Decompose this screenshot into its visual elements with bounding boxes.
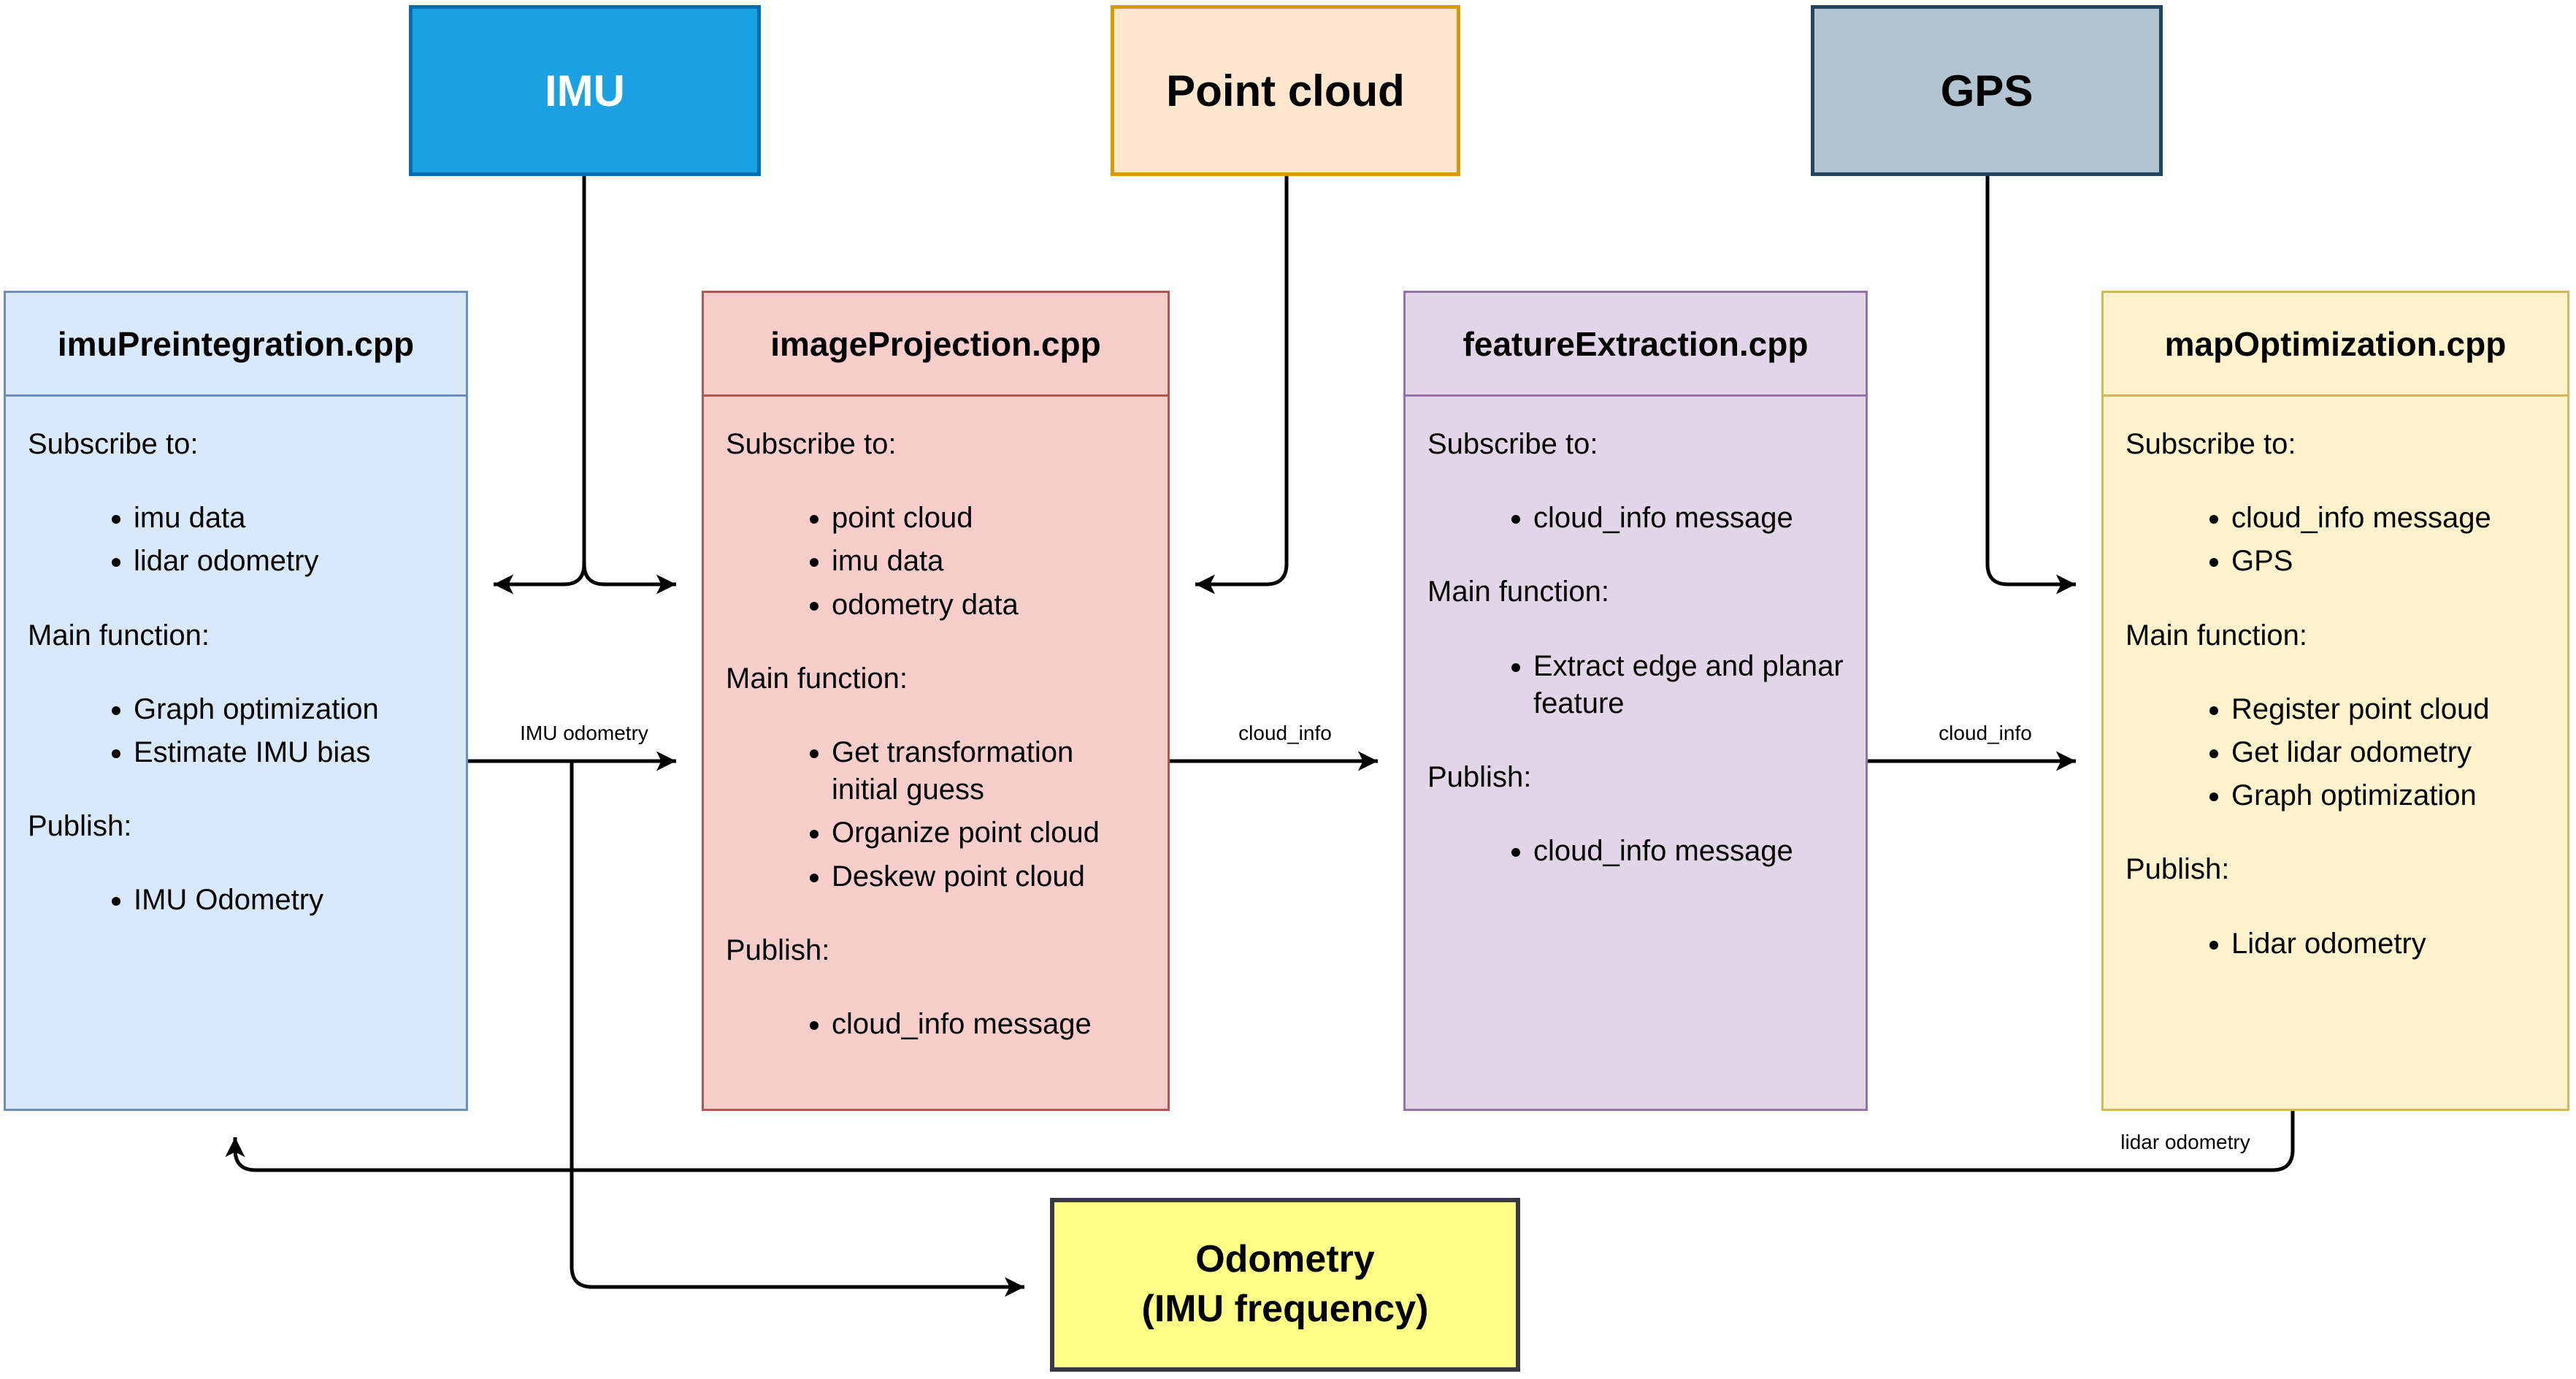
module-image-projection: imageProjection.cpp Subscribe to: point … <box>702 291 1170 1111</box>
section-list: Get transformation initial guess Organiz… <box>726 734 1146 895</box>
module-body: Subscribe to: cloud_info message GPS Mai… <box>2104 397 2567 963</box>
module-title: imageProjection.cpp <box>704 293 1168 397</box>
section-heading: Publish: <box>1427 760 1532 793</box>
list-item: GPS <box>2231 543 2545 580</box>
section-heading: Publish: <box>2125 853 2230 886</box>
list-item: Deskew point cloud <box>832 858 1146 895</box>
list-item: imu data <box>134 500 444 537</box>
list-item: IMU Odometry <box>134 882 444 919</box>
section-heading: Main function: <box>2125 619 2308 652</box>
output-label-line2: (IMU frequency) <box>1141 1288 1429 1330</box>
list-item: Graph optimization <box>2231 777 2545 814</box>
section-list: point cloud imu data odometry data <box>726 500 1146 624</box>
arrow-imu-odometry-branch-to-output <box>570 761 1024 1297</box>
edge-label-cloud-info-2: cloud_info <box>1939 722 2032 744</box>
section-list: imu data lidar odometry <box>28 500 444 580</box>
module-body: Subscribe to: point cloud imu data odome… <box>704 397 1168 1043</box>
edge-label-imu-odometry: IMU odometry <box>520 722 648 744</box>
module-body: Subscribe to: cloud_info message Main fu… <box>1406 397 1866 870</box>
source-label-point-cloud: Point cloud <box>1166 66 1405 115</box>
section-heading: Subscribe to: <box>2125 428 2296 460</box>
section-heading: Publish: <box>726 933 830 966</box>
list-item: odometry data <box>832 587 1146 624</box>
section-heading: Main function: <box>726 662 908 695</box>
list-item: lidar odometry <box>134 543 444 580</box>
section-list: Graph optimization Estimate IMU bias <box>28 691 444 771</box>
list-item: Estimate IMU bias <box>134 734 444 771</box>
module-title: featureExtraction.cpp <box>1406 293 1866 397</box>
section-list: cloud_info message <box>1427 500 1844 537</box>
list-item: Organize point cloud <box>832 814 1146 852</box>
arrow-lidar-odometry-feedback <box>225 1111 2295 1172</box>
section-list: cloud_info message <box>726 1006 1146 1043</box>
list-item: Lidar odometry <box>2231 925 2545 963</box>
list-item: cloud_info message <box>1533 500 1844 537</box>
source-label-gps: GPS <box>1940 66 2033 115</box>
module-imu-preintegration: imuPreintegration.cpp Subscribe to: imu … <box>4 291 468 1111</box>
module-map-optimization: mapOptimization.cpp Subscribe to: cloud_… <box>2101 291 2569 1111</box>
section-list: Extract edge and planar feature <box>1427 648 1844 722</box>
section-list: Register point cloud Get lidar odometry … <box>2125 691 2545 815</box>
section-list: Lidar odometry <box>2125 925 2545 963</box>
section-heading: Subscribe to: <box>28 428 199 460</box>
section-heading: Subscribe to: <box>726 428 897 460</box>
list-item: Get lidar odometry <box>2231 734 2545 771</box>
list-item: Extract edge and planar feature <box>1533 648 1844 722</box>
source-label-imu: IMU <box>545 66 625 115</box>
output-box-odometry: Odometry (IMU frequency) <box>1050 1198 1520 1372</box>
section-list: cloud_info message <box>1427 833 1844 870</box>
list-item: Graph optimization <box>134 691 444 728</box>
module-title: imuPreintegration.cpp <box>6 293 466 397</box>
list-item: point cloud <box>832 500 1146 537</box>
section-heading: Subscribe to: <box>1427 428 1598 460</box>
section-heading: Main function: <box>1427 576 1610 608</box>
arrow-gps-to-mapoptimization <box>1985 176 2076 595</box>
list-item: cloud_info message <box>1533 833 1844 870</box>
source-box-gps: GPS <box>1811 5 2163 176</box>
list-item: imu data <box>832 543 1146 580</box>
section-heading: Main function: <box>28 619 210 652</box>
module-feature-extraction: featureExtraction.cpp Subscribe to: clou… <box>1403 291 1868 1111</box>
list-item: cloud_info message <box>2231 500 2545 537</box>
source-box-imu: IMU <box>409 5 761 176</box>
arrow-imu-to-imageprojection <box>582 563 676 595</box>
section-heading: Publish: <box>28 810 132 843</box>
section-list: cloud_info message GPS <box>2125 500 2545 580</box>
section-list: IMU Odometry <box>28 882 444 919</box>
module-body: Subscribe to: imu data lidar odometry Ma… <box>6 397 466 920</box>
source-box-point-cloud: Point cloud <box>1111 5 1460 176</box>
edge-label-cloud-info-1: cloud_info <box>1238 722 1332 744</box>
list-item: Register point cloud <box>2231 691 2545 728</box>
list-item: cloud_info message <box>832 1006 1146 1043</box>
module-title: mapOptimization.cpp <box>2104 293 2567 397</box>
arrow-imu-to-imupreintegration <box>494 563 586 595</box>
output-label-line1: Odometry <box>1195 1238 1375 1281</box>
edge-label-lidar-odometry: lidar odometry <box>2120 1131 2250 1153</box>
list-item: Get transformation initial guess <box>832 734 1146 809</box>
arrow-pointcloud-to-imageprojection <box>1195 176 1289 595</box>
